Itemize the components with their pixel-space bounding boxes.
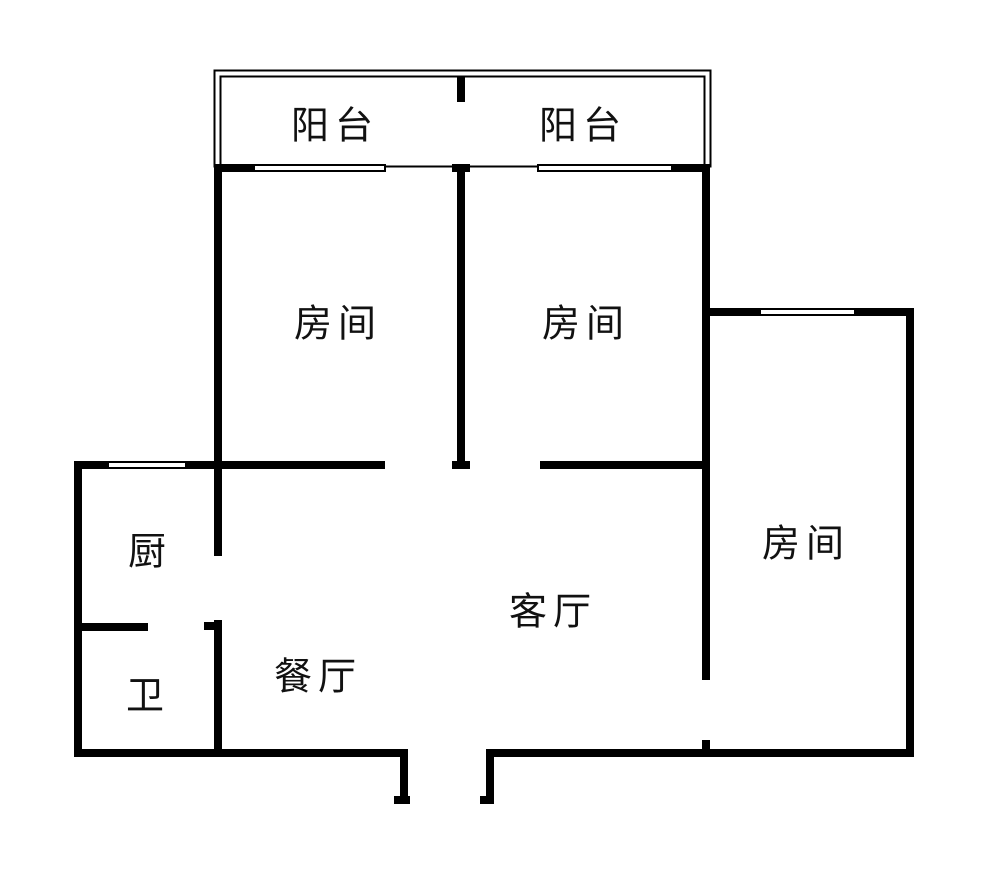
- room-label-living-room: 客厅: [508, 589, 598, 634]
- room-label-balcony-right: 阳台: [538, 103, 628, 148]
- room-label-bathroom: 卫: [125, 673, 171, 718]
- room-label-bedroom-2: 房间: [541, 301, 631, 346]
- windows: [107, 164, 856, 469]
- window: [253, 164, 386, 172]
- room-label-balcony-left: 阳台: [290, 103, 380, 148]
- room-label-bedroom-3: 房间: [761, 521, 851, 566]
- room-label-kitchen: 厨: [127, 529, 173, 574]
- window: [107, 461, 187, 469]
- walls: [74, 76, 914, 804]
- window: [759, 308, 856, 316]
- room-label-dining-room: 餐厅: [273, 654, 363, 699]
- room-label-bedroom-1: 房间: [293, 301, 383, 346]
- window: [537, 164, 673, 172]
